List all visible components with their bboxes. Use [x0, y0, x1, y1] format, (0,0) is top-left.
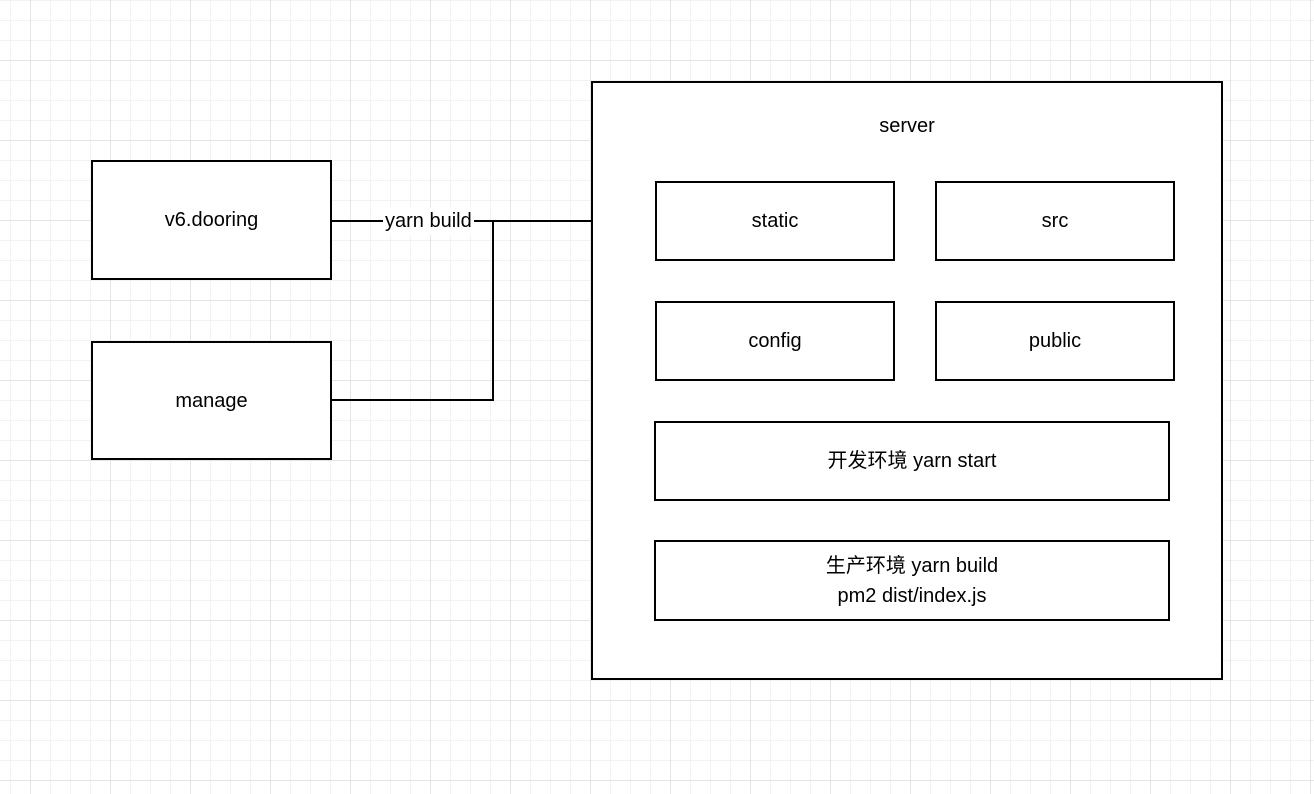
edge-label-yarn-build: yarn build	[383, 207, 474, 235]
node-v6dooring[interactable]: v6.dooring	[91, 160, 332, 280]
node-manage-label: manage	[175, 389, 248, 412]
node-server-label: server	[879, 115, 935, 137]
node-public[interactable]: public	[935, 301, 1175, 381]
node-public-label: public	[1028, 330, 1082, 352]
node-static-label: static	[751, 210, 799, 232]
node-prod-env-label-line1: 生产环境 yarn build	[825, 554, 999, 577]
node-static[interactable]: static	[655, 181, 895, 261]
node-manage[interactable]: manage	[91, 341, 332, 460]
node-prod-env-label-line2: pm2 dist/index.js	[837, 584, 987, 607]
node-dev-env[interactable]: 开发环境 yarn start	[654, 421, 1170, 501]
node-v6dooring-label: v6.dooring	[164, 209, 259, 231]
node-src-label: src	[1041, 210, 1069, 232]
node-dev-env-label: 开发环境 yarn start	[827, 450, 997, 472]
node-prod-env[interactable]: 生产环境 yarn build pm2 dist/index.js	[654, 540, 1170, 621]
node-src[interactable]: src	[935, 181, 1175, 261]
node-config-label: config	[748, 330, 802, 352]
node-config[interactable]: config	[655, 301, 895, 381]
edge-manage-join[interactable]	[332, 221, 494, 401]
